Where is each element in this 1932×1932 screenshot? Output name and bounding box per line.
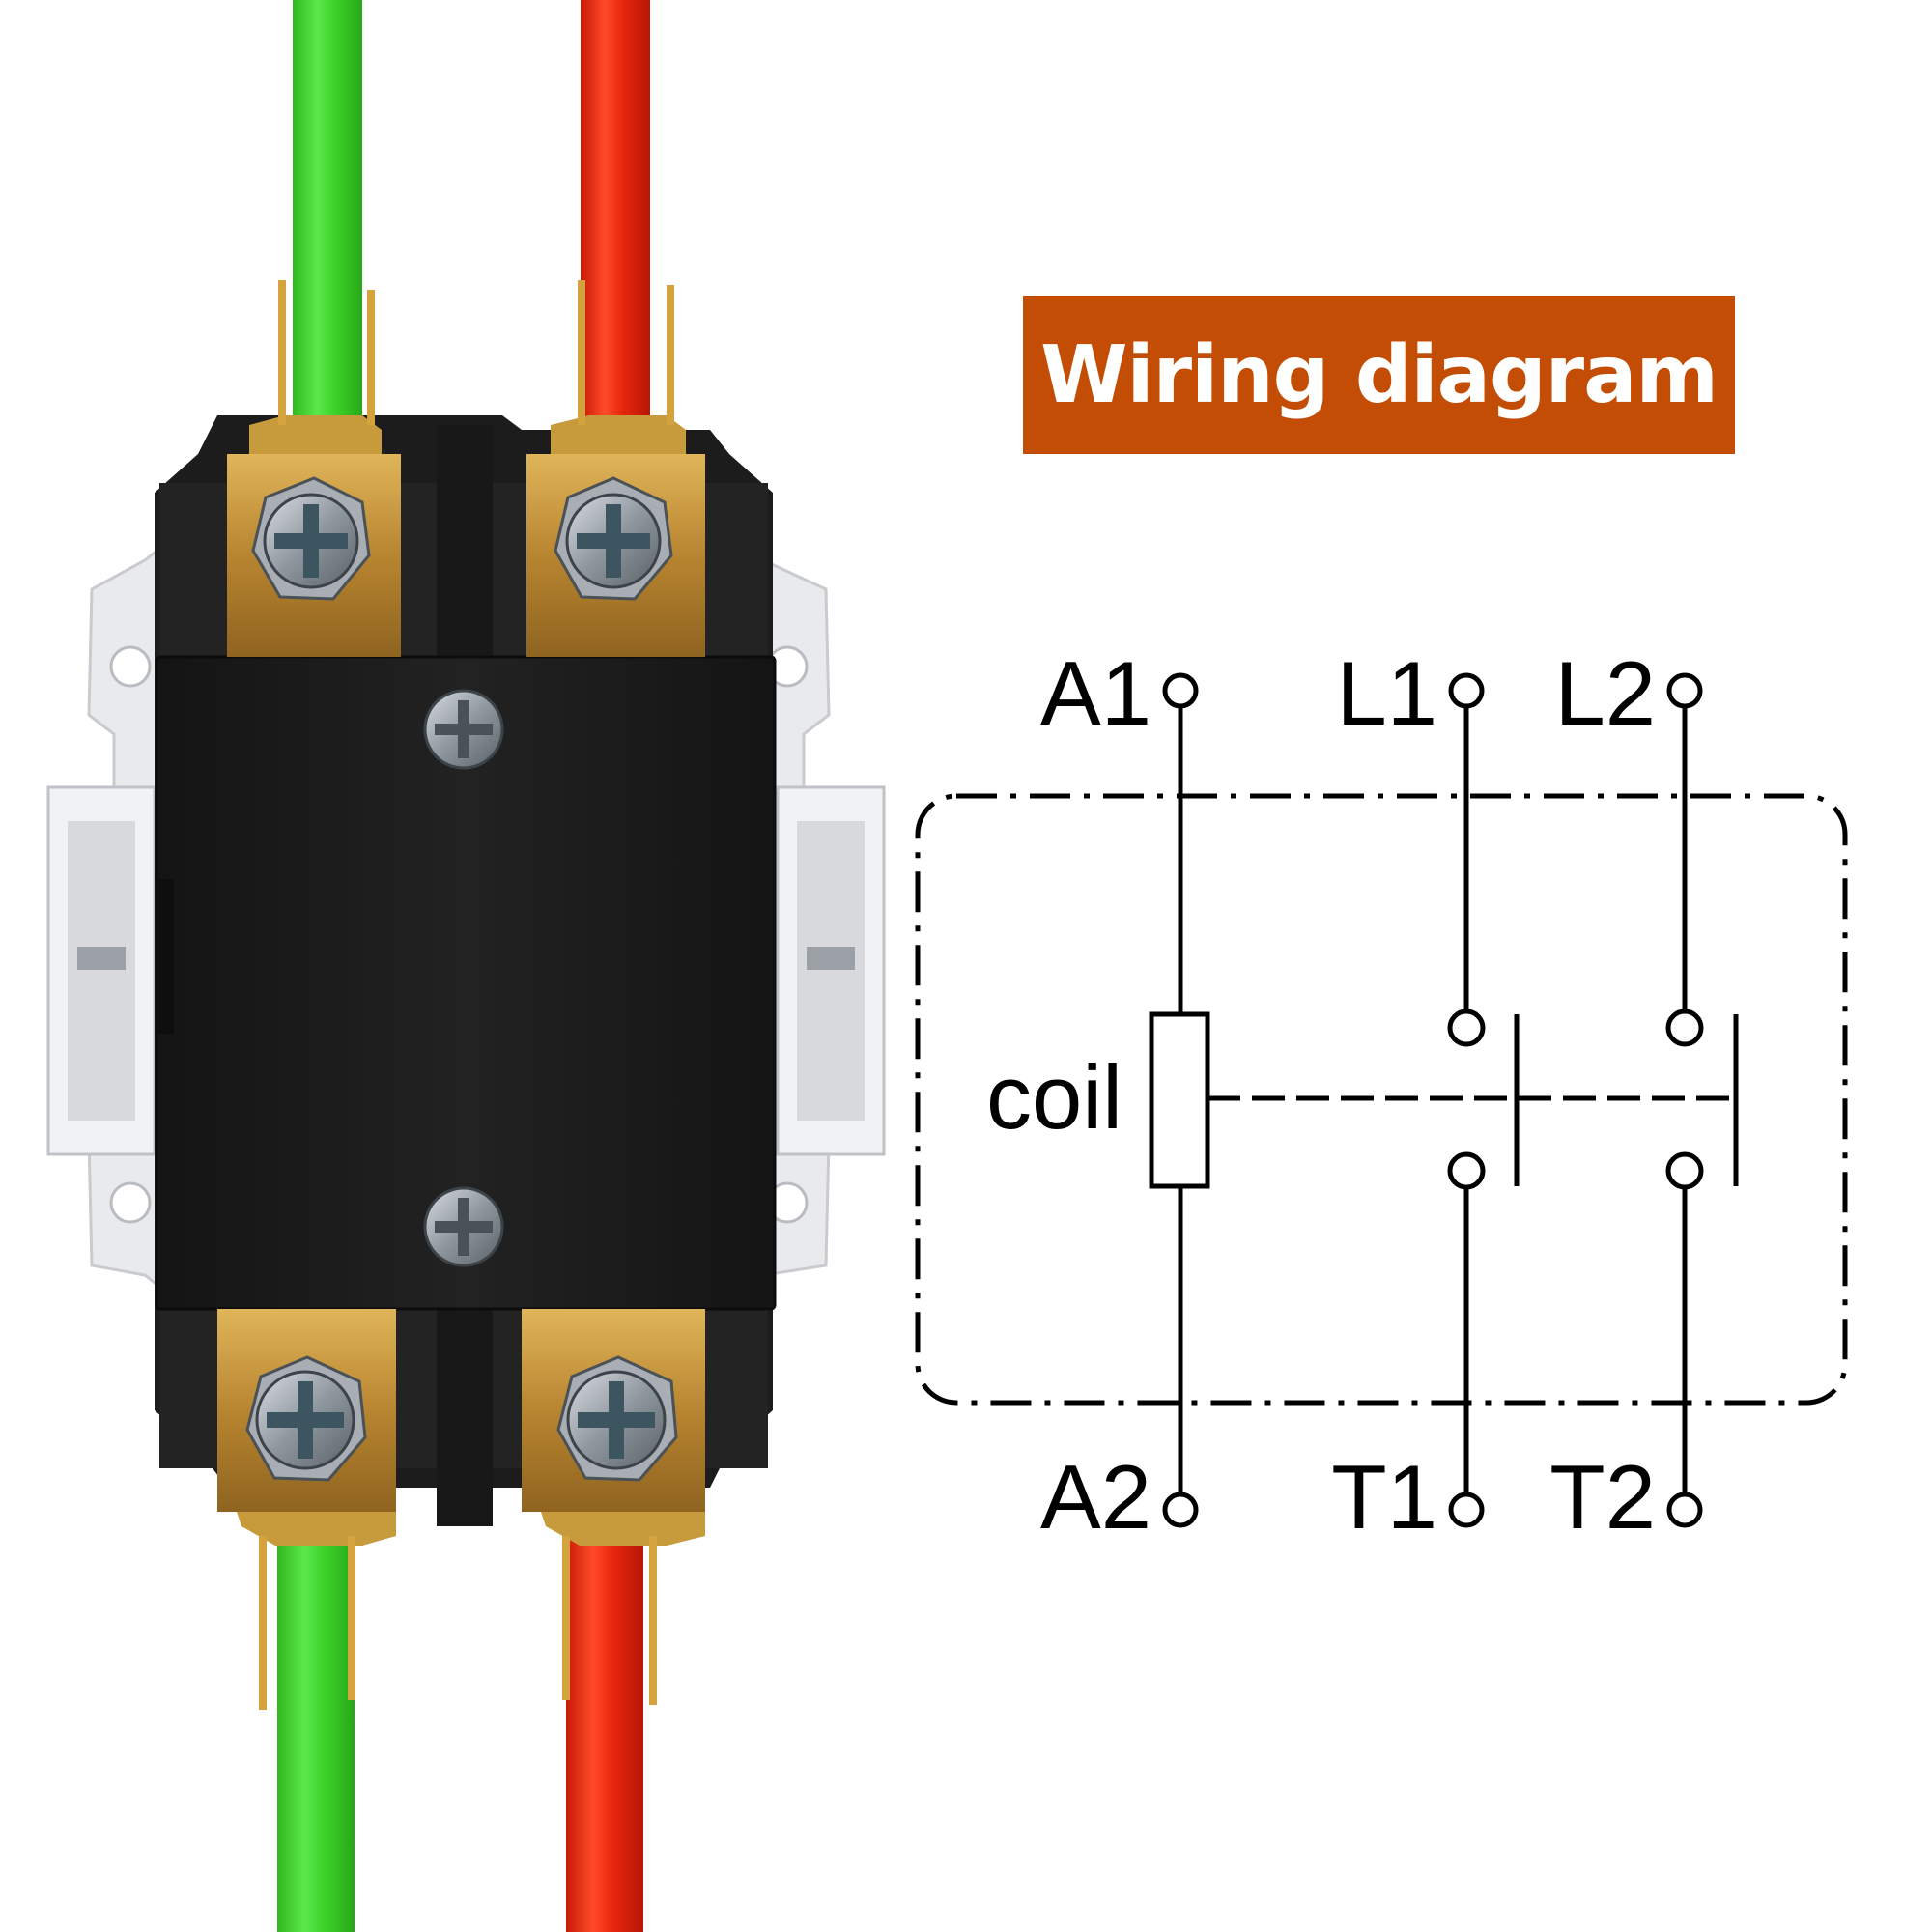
contact-l2-dot [1665,1009,1704,1047]
label-t2: T2 [1549,1446,1656,1548]
terminal-l1-dot [1448,672,1485,709]
title-banner: Wiring diagram [1023,296,1735,454]
enclosure-outline [915,793,1848,1406]
contact-t2-dot [1665,1151,1704,1190]
contact-l1-dot [1447,1009,1486,1047]
label-a2: A2 [1040,1446,1151,1548]
terminal-top-left [227,280,401,657]
terminal-bottom-left [217,1309,396,1710]
terminal-top-right [526,280,705,657]
label-t1: T1 [1331,1446,1437,1548]
label-l2: L2 [1554,642,1656,744]
green-wire-top [293,0,362,435]
terminal-l2-dot [1666,672,1703,709]
label-coil: coil [986,1046,1122,1148]
banner-title: Wiring diagram [1040,328,1719,421]
terminal-a1-dot [1162,672,1199,709]
label-l1: L1 [1336,642,1437,744]
terminal-bottom-right [522,1309,705,1705]
label-a1: A1 [1040,642,1151,744]
terminal-t2-dot [1666,1492,1703,1528]
wiring-schematic [915,672,1848,1528]
red-wire-top [581,0,650,435]
terminal-a2-dot [1162,1492,1199,1528]
contact-t1-dot [1447,1151,1486,1190]
red-wire-bottom [566,1507,643,1932]
mounting-plate [46,537,886,1298]
green-wire-bottom [277,1507,355,1932]
terminal-t1-dot [1448,1492,1485,1528]
cover-screw-bottom [423,1186,504,1267]
coil-symbol [1149,1011,1210,1189]
cover-screw-top [423,689,504,770]
